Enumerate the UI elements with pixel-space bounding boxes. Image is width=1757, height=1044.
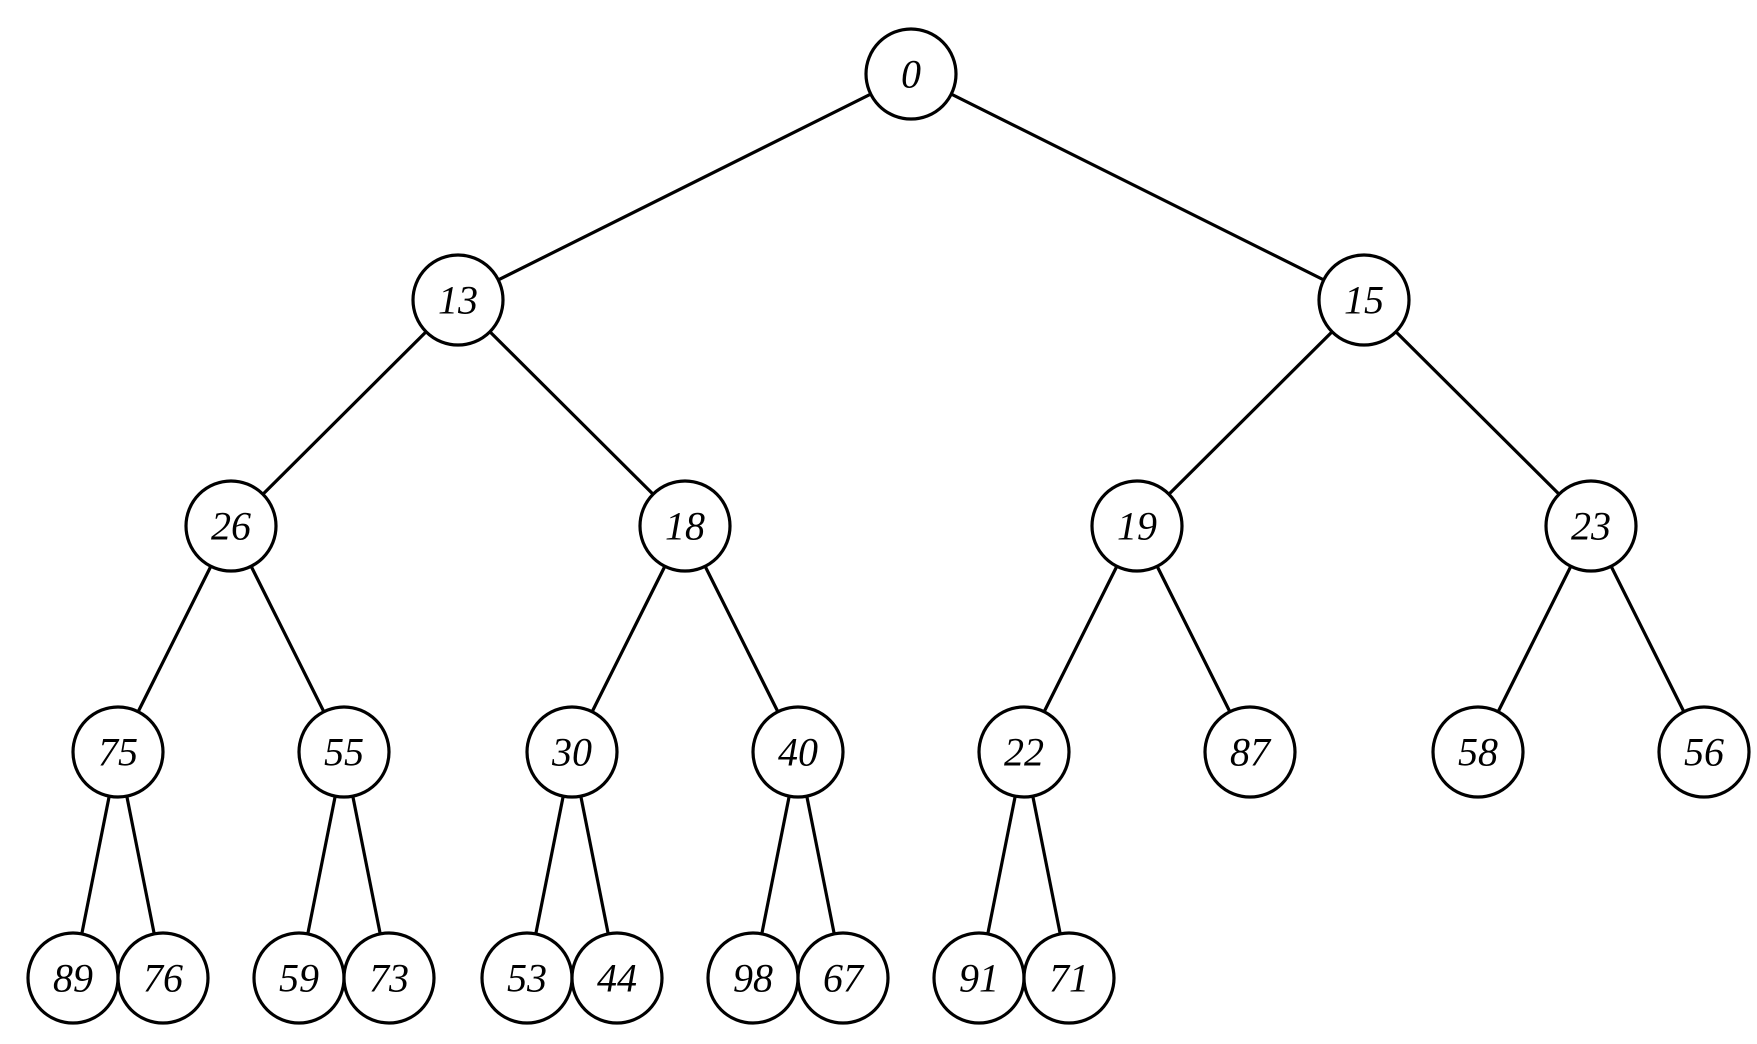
node-key-label: 44 (597, 956, 637, 1001)
tree-node-26: 26 (184, 479, 278, 573)
node-circle (1317, 253, 1411, 347)
node-circle (1022, 931, 1116, 1025)
tree-node-53: 53 (480, 931, 574, 1025)
node-circle (570, 931, 664, 1025)
node-key-label: 26 (211, 504, 251, 549)
tree-node-91: 91 (932, 931, 1026, 1025)
tree-node-71: 71 (1022, 931, 1116, 1025)
tree-node-30: 30 (525, 705, 619, 799)
edges-layer (71, 72, 1706, 979)
edge-13-26 (229, 298, 460, 528)
node-key-label: 18 (665, 504, 705, 549)
node-key-label: 53 (507, 956, 547, 1001)
tree-node-23: 23 (1544, 479, 1638, 573)
node-key-label: 76 (143, 956, 183, 1001)
tree-node-67: 67 (796, 931, 890, 1025)
tree-node-55: 55 (297, 705, 391, 799)
node-key-label: 75 (98, 730, 138, 775)
tree-node-44: 44 (570, 931, 664, 1025)
tree-node-58: 58 (1431, 705, 1525, 799)
node-circle (1544, 479, 1638, 573)
node-circle (1203, 705, 1297, 799)
node-key-label: 30 (551, 730, 592, 775)
node-key-label: 19 (1117, 504, 1157, 549)
tree-node-87: 87 (1203, 705, 1297, 799)
node-key-label: 89 (53, 956, 93, 1001)
tree-node-76: 76 (116, 931, 210, 1025)
edge-13-18 (456, 298, 687, 528)
node-circle (116, 931, 210, 1025)
node-key-label: 87 (1230, 730, 1272, 775)
node-circle (342, 931, 436, 1025)
node-circle (796, 931, 890, 1025)
tree-node-19: 19 (1090, 479, 1184, 573)
node-key-label: 98 (733, 956, 773, 1001)
node-circle (411, 253, 505, 347)
node-circle (1657, 705, 1751, 799)
node-key-label: 58 (1458, 730, 1498, 775)
node-circle (184, 479, 278, 573)
node-key-label: 91 (959, 956, 999, 1001)
node-key-label: 0 (901, 52, 921, 97)
edge-0-13 (457, 72, 912, 302)
node-circle (638, 479, 732, 573)
node-circle (1090, 479, 1184, 573)
edge-15-23 (1362, 298, 1593, 528)
tree-node-73: 73 (342, 931, 436, 1025)
node-key-label: 22 (1004, 730, 1044, 775)
nodes-layer: 0 13 26 75 89 76 55 59 73 18 30 53 44 40 98 67 15 19 22 91 7… (26, 27, 1751, 1025)
tree-node-18: 18 (638, 479, 732, 573)
node-circle (71, 705, 165, 799)
tree-node-98: 98 (706, 931, 800, 1025)
node-key-label: 55 (324, 730, 364, 775)
node-key-label: 67 (823, 956, 865, 1001)
node-circle (977, 705, 1071, 799)
edge-15-19 (1135, 298, 1366, 528)
node-key-label: 59 (279, 956, 319, 1001)
tree-node-75: 75 (71, 705, 165, 799)
tree-node-0: 0 (864, 27, 958, 121)
node-key-label: 15 (1344, 278, 1384, 323)
tree-node-89: 89 (26, 931, 120, 1025)
edge-0-15 (910, 72, 1365, 302)
node-key-label: 13 (438, 278, 478, 323)
tree-node-15: 15 (1317, 253, 1411, 347)
node-circle (297, 705, 391, 799)
node-key-label: 73 (369, 956, 409, 1001)
node-key-label: 23 (1571, 504, 1611, 549)
node-key-label: 40 (778, 730, 818, 775)
node-circle (751, 705, 845, 799)
node-circle (1431, 705, 1525, 799)
node-key-label: 71 (1049, 956, 1089, 1001)
tree-node-13: 13 (411, 253, 505, 347)
tree-node-56: 56 (1657, 705, 1751, 799)
tree-node-22: 22 (977, 705, 1071, 799)
tree-node-59: 59 (252, 931, 346, 1025)
tree-node-40: 40 (751, 705, 845, 799)
node-circle (525, 705, 619, 799)
node-circle (864, 27, 958, 121)
node-key-label: 56 (1684, 730, 1724, 775)
